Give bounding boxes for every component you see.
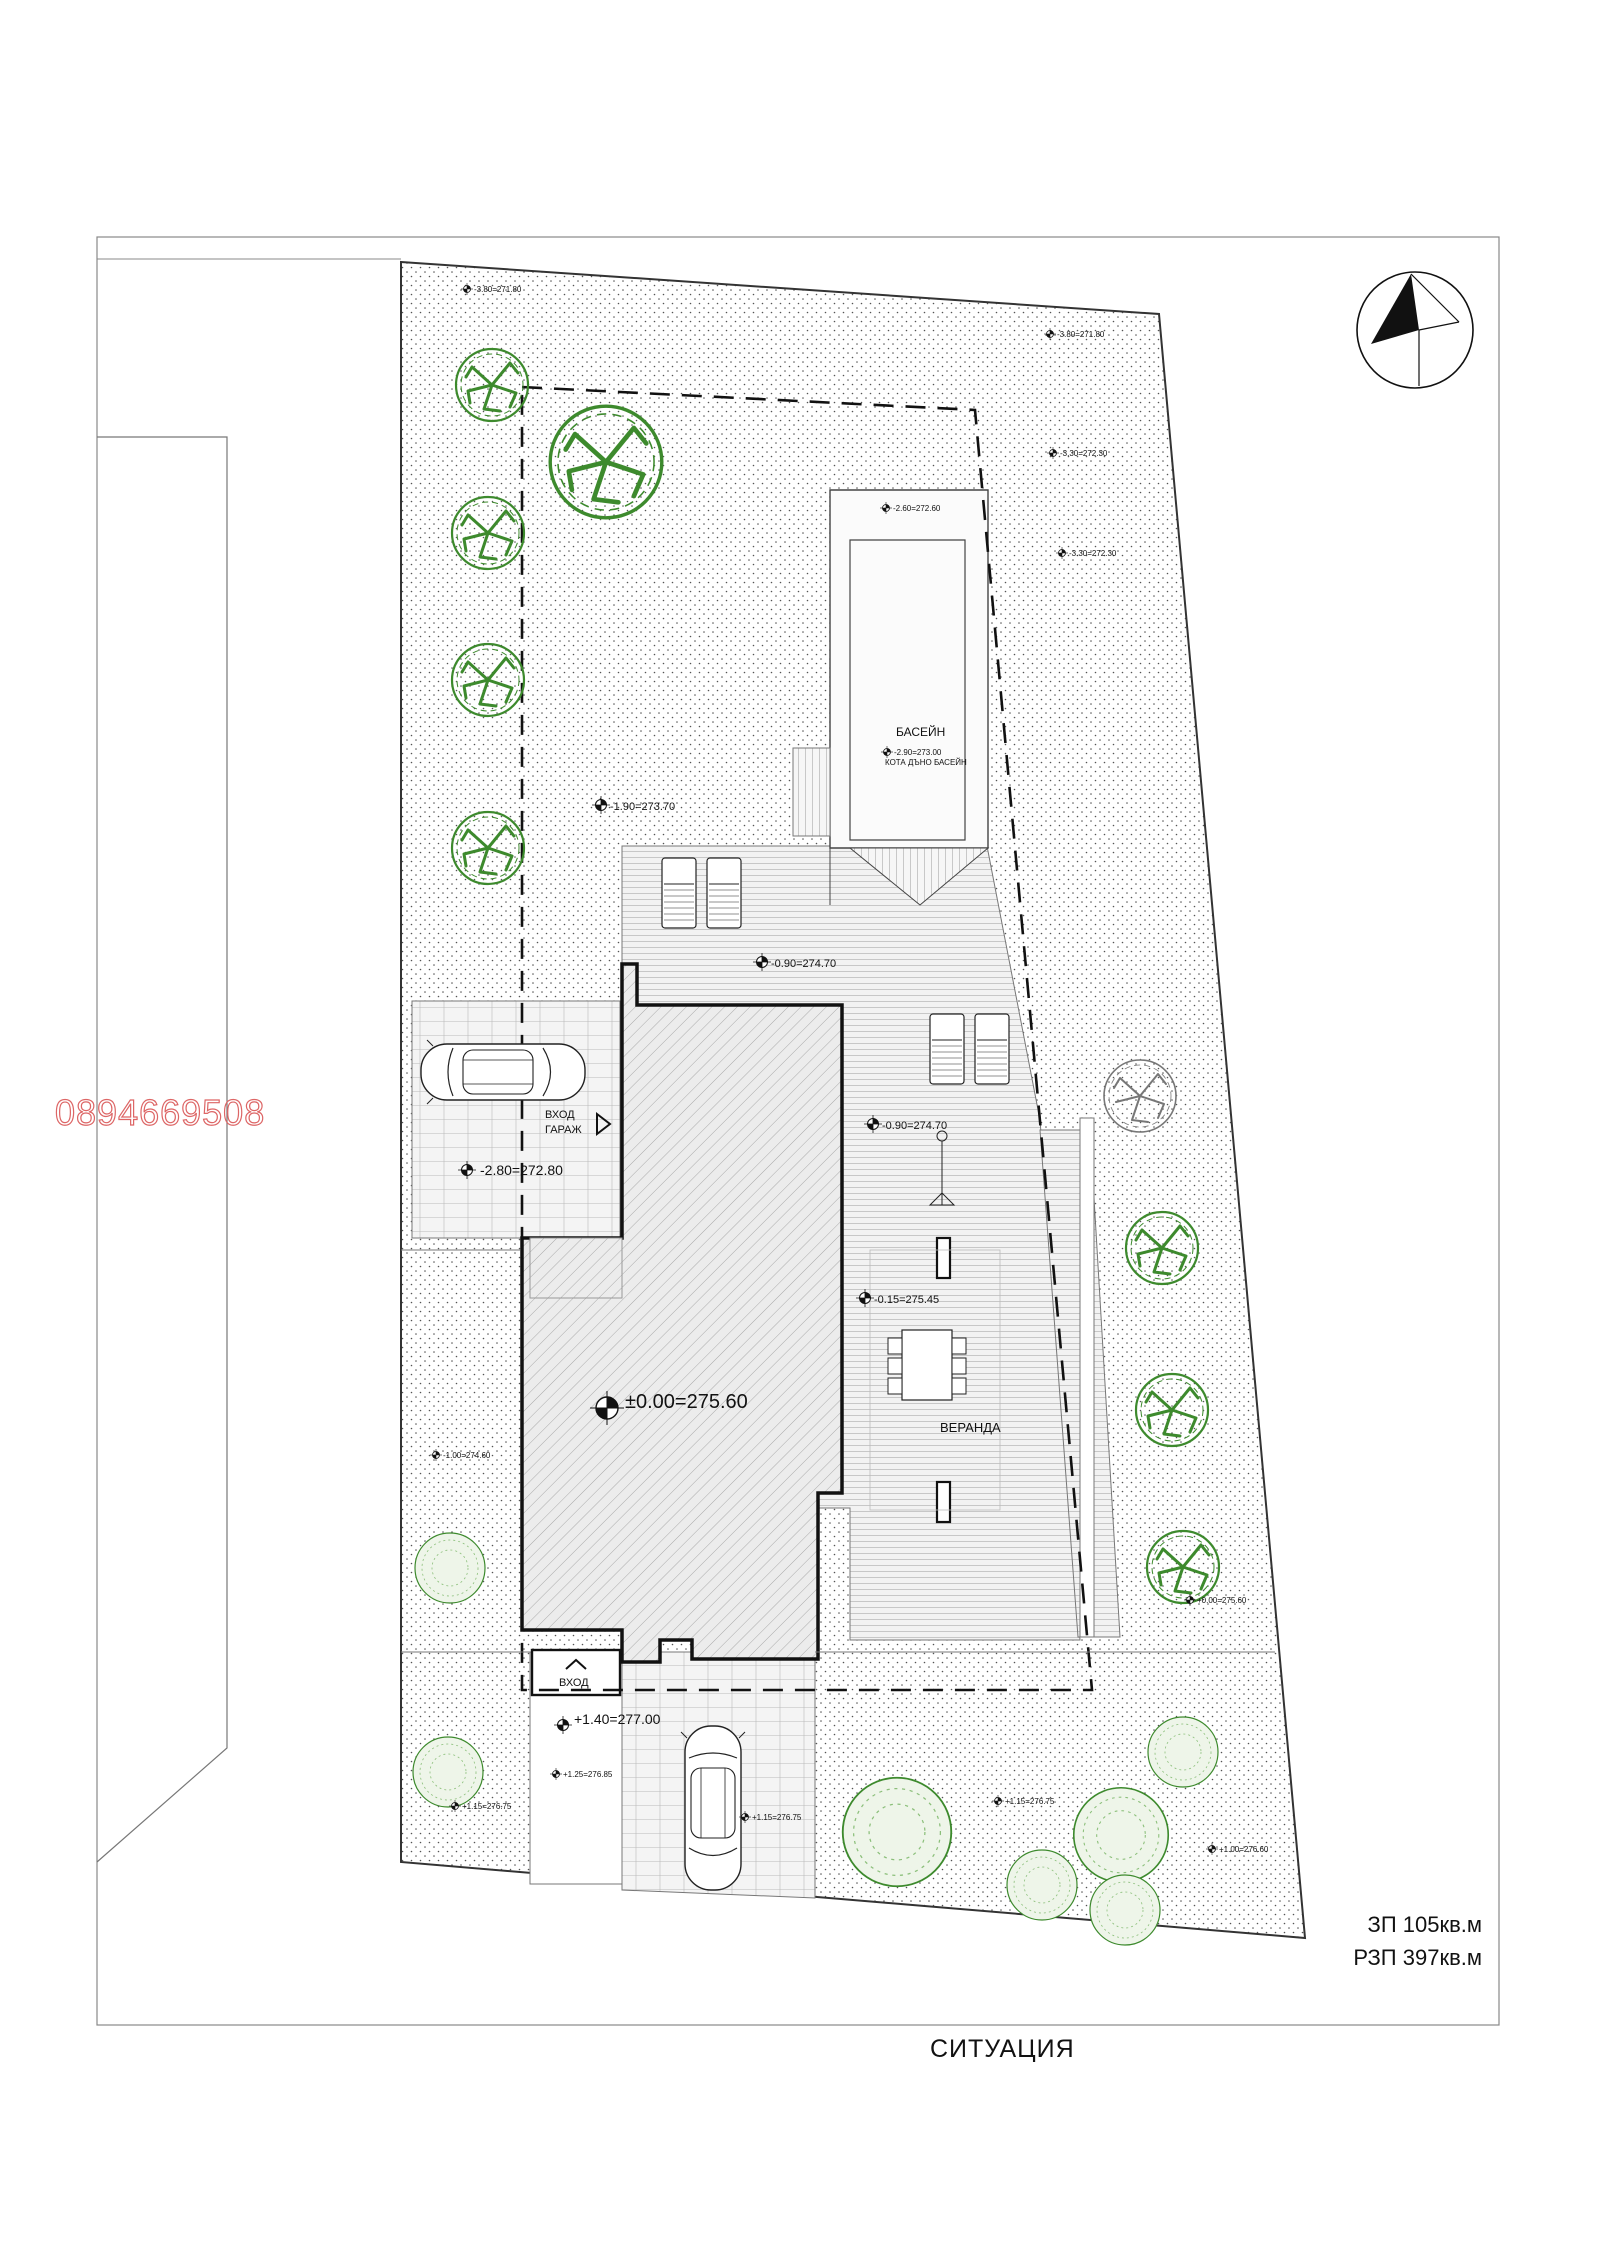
elevation-pool-bottom: -2.90=273.00 bbox=[894, 748, 942, 757]
elevation-veranda: -0.15=275.45 bbox=[874, 1294, 939, 1306]
elevation-south-3: +1.15=276.75 bbox=[752, 1813, 802, 1822]
main-entry-label: ВХОД bbox=[559, 1677, 589, 1689]
pool-bench bbox=[792, 747, 831, 837]
elevation-ne: -3.80=271.80 bbox=[1057, 330, 1105, 339]
sheet-border bbox=[96, 236, 1500, 2026]
pool-bottom-label: КОТА ДЪНО БАСЕЙН bbox=[885, 758, 967, 767]
garage-entry-arrow bbox=[596, 1111, 612, 1137]
elevation-entry: +1.40=277.00 bbox=[574, 1711, 661, 1727]
north-arrow-icon bbox=[1356, 271, 1474, 389]
phone-watermark: 0894669508 bbox=[54, 1091, 266, 1133]
elevation-zero: ±0.00=275.60 bbox=[625, 1391, 748, 1413]
veranda-label: ВЕРАНДА bbox=[940, 1420, 1001, 1435]
pool-steps bbox=[848, 847, 990, 906]
area-stats: ЗП 105кв.м РЗП 397кв.м bbox=[1322, 1908, 1482, 1974]
elevation-nw: -3.80=271.80 bbox=[474, 285, 522, 294]
elevation-garage: -2.80=272.80 bbox=[480, 1162, 563, 1178]
elevation-terrace-lower: -0.90=274.70 bbox=[882, 1120, 947, 1132]
main-entry-arrow bbox=[565, 1658, 587, 1670]
elevation-south-2: +1.15=276.75 bbox=[462, 1802, 512, 1811]
garage-entry-label-1: ВХОД bbox=[545, 1109, 575, 1121]
neighbour-outline bbox=[96, 436, 228, 1863]
garage-entry-label-2: ГАРАЖ bbox=[545, 1124, 582, 1136]
elevation-south-1: +1.25=276.85 bbox=[563, 1770, 613, 1779]
elevation-east-1: -3.30=272.30 bbox=[1060, 449, 1108, 458]
elevation-terrace-upper: -0.90=274.70 bbox=[771, 958, 836, 970]
elevation-south-4: +1.15=276.75 bbox=[1005, 1797, 1055, 1806]
elevation-lawn: -1.90=273.70 bbox=[610, 801, 675, 813]
built-area: ЗП 105кв.м bbox=[1367, 1912, 1482, 1937]
entry-vestibule bbox=[530, 1648, 622, 1697]
dining-table bbox=[887, 1329, 967, 1401]
pool bbox=[829, 489, 989, 849]
elevation-east-low: +0.00=275.60 bbox=[1197, 1596, 1247, 1605]
umbrella bbox=[928, 1130, 956, 1206]
elevation-west-mid: -1.00=274.60 bbox=[443, 1451, 491, 1460]
planter bbox=[935, 1480, 952, 1524]
gross-area: РЗП 397кв.м bbox=[1353, 1945, 1482, 1970]
drawing-title: СИТУАЦИЯ bbox=[930, 2035, 1075, 2063]
house-footprint bbox=[520, 962, 844, 1664]
elevation-south-5: +1.00=276.60 bbox=[1219, 1845, 1269, 1854]
pool-label: БАСЕЙН bbox=[896, 724, 945, 739]
elevation-pool-top: -2.60=272.60 bbox=[893, 504, 941, 513]
building-line bbox=[520, 385, 1094, 1692]
elevation-east-2: -3.30=272.30 bbox=[1069, 549, 1117, 558]
planter bbox=[935, 1236, 952, 1280]
garage-paving bbox=[411, 1000, 621, 1239]
